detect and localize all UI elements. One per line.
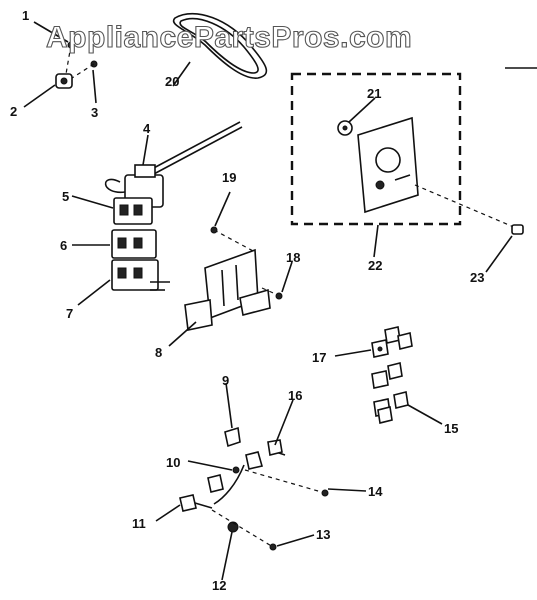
part-15-knobs <box>371 326 413 424</box>
label-18: 18 <box>286 250 300 265</box>
label-4: 4 <box>143 121 151 136</box>
label-11: 11 <box>132 516 146 531</box>
label-23: 23 <box>470 270 484 285</box>
part-22-control-plate <box>357 116 419 214</box>
label-20: 20 <box>165 74 179 89</box>
part-2-clip <box>55 73 73 89</box>
part-22-assembly-box <box>290 72 462 226</box>
label-3: 3 <box>91 105 98 120</box>
part-19-screw <box>210 226 218 234</box>
part-10-arc <box>213 464 245 505</box>
part-8-bracket <box>184 248 271 331</box>
label-22: 22 <box>368 258 382 273</box>
label-9: 9 <box>222 373 229 388</box>
part-6-switch <box>111 229 157 259</box>
part-10-cam <box>207 451 264 493</box>
label-5: 5 <box>62 189 69 204</box>
watermark: AppliancePartsPros.com <box>46 21 412 54</box>
label-13: 13 <box>316 527 330 542</box>
part-12-washer <box>227 521 239 533</box>
part-21-knob <box>337 120 353 136</box>
part-13-screw <box>269 543 277 551</box>
label-19: 19 <box>222 170 236 185</box>
part-14-screw <box>321 489 329 497</box>
label-8: 8 <box>155 345 162 360</box>
label-6: 6 <box>60 238 67 253</box>
label-10: 10 <box>166 455 180 470</box>
label-7: 7 <box>66 306 73 321</box>
label-12: 12 <box>212 578 226 593</box>
part-23-pin <box>511 224 524 235</box>
label-17: 17 <box>312 350 326 365</box>
part-20-wire-loop <box>172 13 268 79</box>
part-11-screw <box>179 494 213 512</box>
part-17-knob <box>371 339 389 358</box>
part-7-switch <box>111 259 170 291</box>
label-15: 15 <box>444 421 458 436</box>
part-4-probe-switch <box>104 121 243 208</box>
label-2: 2 <box>10 104 17 119</box>
label-1: 1 <box>22 8 29 23</box>
label-16: 16 <box>288 388 302 403</box>
part-5-switch <box>113 197 153 225</box>
label-14: 14 <box>368 484 383 499</box>
label-21: 21 <box>367 86 381 101</box>
part-9-knob <box>224 426 241 448</box>
part-18-screw <box>275 292 283 300</box>
leader-lines <box>23 21 513 581</box>
